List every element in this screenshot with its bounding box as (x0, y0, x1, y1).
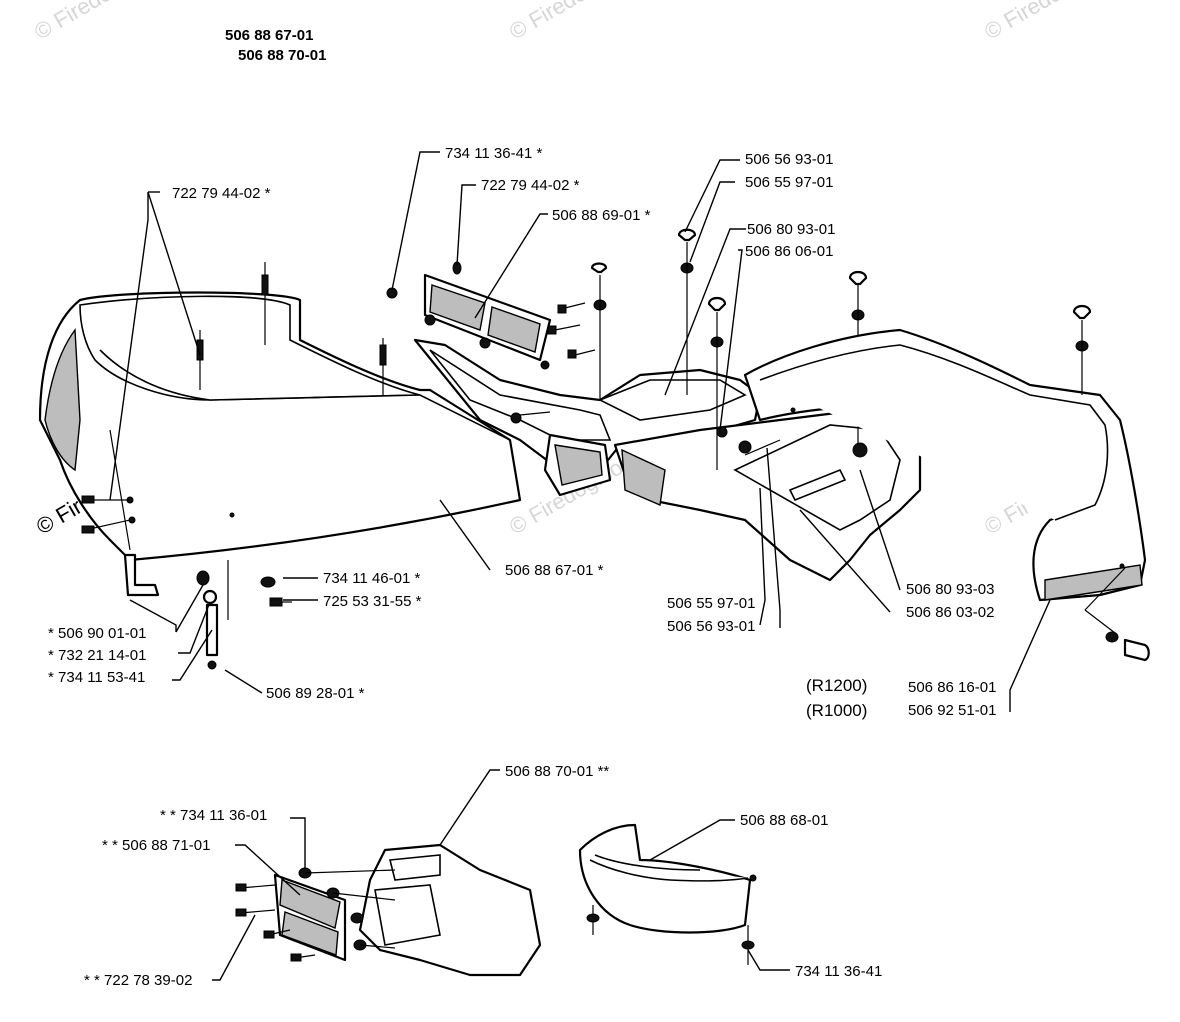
label-506886901: 506 88 69-01 * (552, 207, 651, 224)
right-fender (743, 304, 1150, 662)
label-734113641-top: 734 11 36-41 * (445, 145, 542, 162)
rear-body-shell (38, 262, 522, 562)
label-506886801: 506 88 68-01 (740, 812, 828, 829)
header-line-2: 506 88 70-01 (238, 47, 326, 64)
label-506892801: 506 89 28-01 * (266, 685, 365, 702)
label-732211401: * 732 21 14-01 (48, 647, 146, 664)
label-506887001: 506 88 70-01 ** (505, 763, 609, 780)
bracket-parts (123, 553, 292, 670)
label-506860601: 506 86 06-01 (745, 243, 833, 260)
part-labels: 734 11 36-41 * 722 79 44-02 * 722 79 44-… (48, 145, 996, 989)
header-line-1: 506 88 67-01 (225, 27, 313, 44)
label-506569301-top: 506 56 93-01 (745, 151, 833, 168)
label-506559701-top: 506 55 97-01 (745, 174, 833, 191)
watermark-text: © Firedog.com (30, 0, 168, 44)
lower-duct-assembly (235, 843, 542, 977)
label-722783902: * * 722 78 39-02 (84, 972, 192, 989)
lower-cup-part (578, 823, 757, 965)
leader-lines (109, 151, 1051, 981)
label-506809303: 506 80 93-03 (906, 581, 994, 598)
label-506925101: 506 92 51-01 (908, 702, 996, 719)
label-734115341: * 734 11 53-41 (48, 669, 145, 686)
label-506900101: * 506 90 01-01 (48, 625, 146, 642)
label-506559701-low: 506 55 97-01 (667, 595, 755, 612)
label-r1000: (R1000) (806, 701, 867, 720)
label-722794402-mid: 722 79 44-02 * (481, 177, 580, 194)
label-734113641-low: 734 11 36-41 (795, 963, 882, 980)
label-734113601: * * 734 11 36-01 (160, 807, 267, 824)
watermark-text: © Firedog.com (980, 0, 1118, 44)
label-734114601: 734 11 46-01 * (323, 570, 420, 587)
watermark-text: © Firedog.com (505, 0, 643, 44)
label-725533155: 725 53 31-55 * (323, 593, 422, 610)
footrest-panel (613, 270, 922, 582)
label-506861601: 506 86 16-01 (908, 679, 996, 696)
label-506886701: 506 88 67-01 * (505, 562, 604, 579)
label-722794402-left: 722 79 44-02 * (172, 185, 271, 202)
label-506860302: 506 86 03-02 (906, 604, 994, 621)
label-r1200: (R1200) (806, 676, 867, 695)
label-506569301-low: 506 56 93-01 (667, 618, 755, 635)
top-bolts (196, 262, 387, 395)
label-506887101: * * 506 88 71-01 (102, 837, 210, 854)
label-506809301: 506 80 93-01 (747, 221, 835, 238)
